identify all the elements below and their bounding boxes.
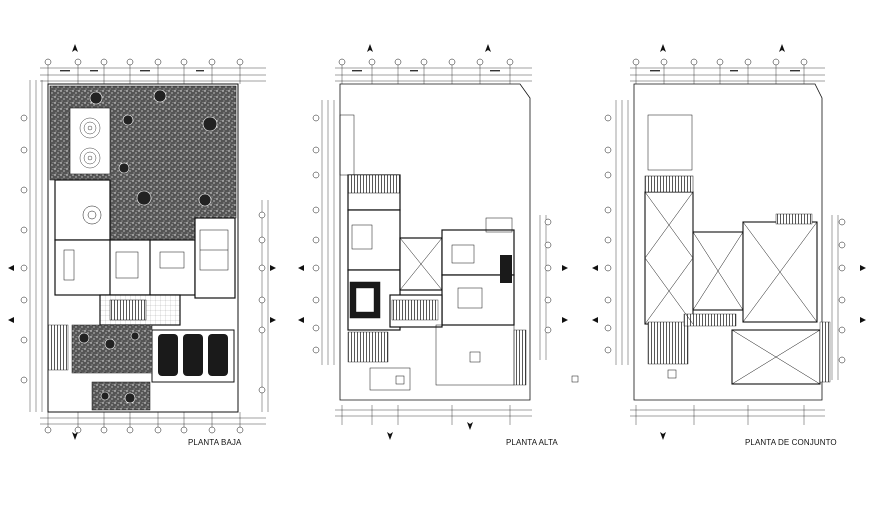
sheet-title-ground: PLANTA BAJA xyxy=(188,438,242,447)
floor-plan-ground xyxy=(8,44,276,440)
north-arrow-icon xyxy=(367,44,491,440)
dimension-figures xyxy=(60,70,800,72)
axis-bubble-icon xyxy=(312,58,552,354)
dimension-lines-top xyxy=(29,67,269,425)
sheet-title-upper: PLANTA ALTA xyxy=(506,438,558,447)
section-marker-icon xyxy=(298,265,568,323)
section-marker-icon xyxy=(592,265,866,323)
axis-bubble-icon xyxy=(604,58,846,364)
site-plan xyxy=(592,44,866,440)
north-arrow-icon xyxy=(72,44,78,440)
north-arrow-icon xyxy=(660,44,785,440)
tree-icon xyxy=(89,89,218,207)
house-walls-ground xyxy=(54,179,236,326)
car-icon xyxy=(158,334,228,376)
section-marker-icon xyxy=(8,265,276,323)
floor-plan-upper xyxy=(298,44,579,440)
sheet-title-site: PLANTA DE CONJUNTO xyxy=(745,438,837,447)
axis-bubble-icon xyxy=(20,58,266,434)
